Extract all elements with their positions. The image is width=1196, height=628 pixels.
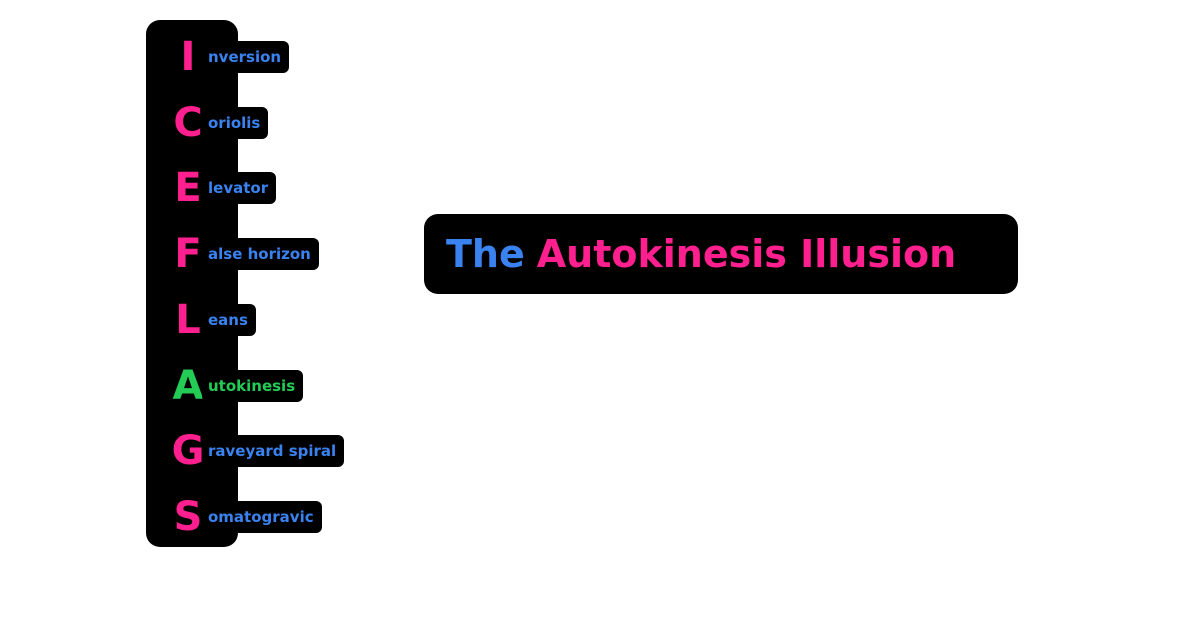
acronym-word: raveyard spiral (202, 435, 345, 467)
acronym-word: levator (202, 172, 277, 204)
acronym-row-autokinesis: A utokinesis (146, 361, 446, 411)
acronym-row-false-horizon: F alse horizon (146, 229, 446, 279)
acronym-row-elevator: E levator (146, 163, 446, 213)
title-part-autokinesis-illusion: Autokinesis Illusion (536, 232, 957, 276)
acronym-letter: L (175, 297, 201, 343)
acronym-word: omatogravic (202, 501, 322, 533)
acronym-letter: C (173, 100, 203, 146)
acronym-word: eans (202, 304, 256, 336)
acronym-row-inversion: I nversion (146, 32, 446, 82)
acronym-row-coriolis: C oriolis (146, 98, 446, 148)
acronym-letter: S (173, 494, 203, 540)
acronym-word: oriolis (202, 107, 269, 139)
acronym-row-graveyard-spiral: G raveyard spiral (146, 426, 446, 476)
acronym-row-leans: L eans (146, 295, 446, 345)
acronym-letter: I (180, 34, 196, 80)
title-box: The Autokinesis Illusion (424, 214, 1018, 294)
title-part-the: The (446, 232, 525, 276)
acronym-letter: E (174, 165, 202, 211)
acronym-word: nversion (202, 41, 290, 73)
acronym-letter: A (172, 363, 204, 409)
acronym-word: alse horizon (202, 238, 319, 270)
acronym-letter: F (174, 231, 202, 277)
acronym-letter: G (171, 428, 205, 474)
acronym-row-somatogravic: S omatogravic (146, 492, 446, 542)
acronym-word: utokinesis (202, 370, 304, 402)
